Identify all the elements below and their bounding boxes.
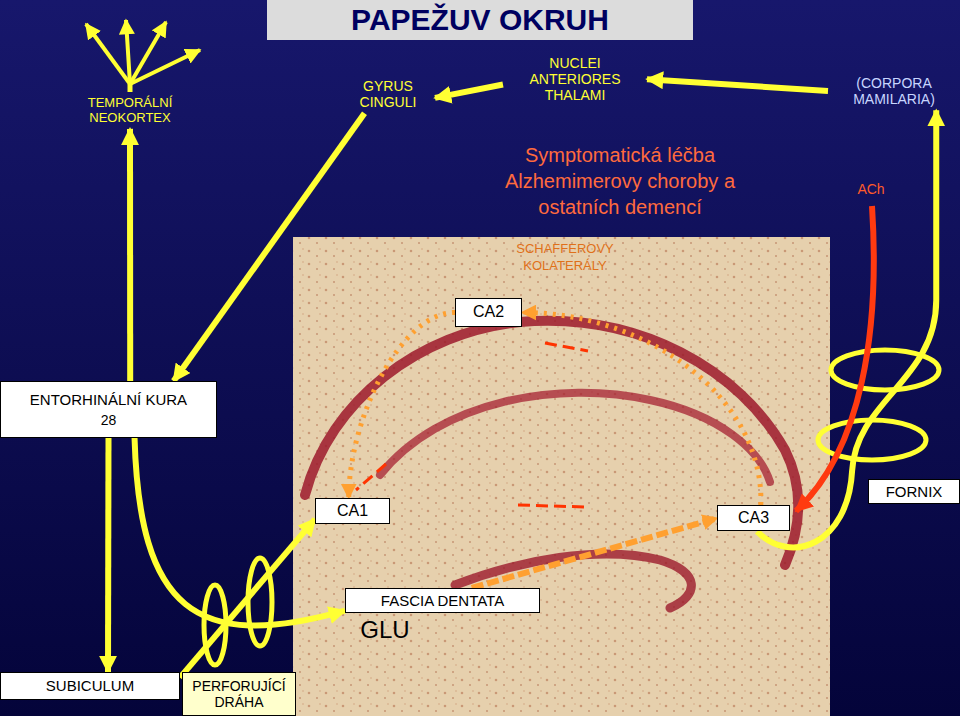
fan-arrow [130, 50, 200, 84]
red-dash [545, 343, 588, 351]
node-text: PERFORUJÍCÍ DRÁHA [187, 678, 291, 710]
pathway-arrow [174, 113, 365, 381]
tissue-ground [293, 237, 830, 716]
pathway-arrow [472, 518, 717, 588]
pathway-arrow [435, 85, 503, 98]
node-text: CA3 [738, 509, 769, 527]
pyramidal-band [305, 321, 798, 565]
pathway-arrow [127, 129, 133, 381]
pathway-arrow [135, 438, 345, 626]
region-label: GYRUS CINGULI [341, 75, 435, 113]
title-box: PAPEŽUV OKRUH [267, 0, 693, 40]
node-text: CA2 [473, 303, 504, 321]
transmitter-label: GLU [356, 618, 414, 642]
note-text-wrap: Symptomatická léčba Alzhemimerovy chorob… [479, 142, 761, 220]
node-text: CA1 [337, 502, 368, 520]
pathway-label-wrap: SCHAFFEROVY KOLATERÁLY [490, 241, 640, 275]
pathway-arrow [647, 79, 828, 91]
inner-band [380, 393, 770, 482]
fan-arrow [126, 20, 130, 84]
node-text: GYRUS CINGULI [345, 78, 431, 110]
tissue-speckle [293, 237, 830, 716]
region-box: FASCIA DENTATA [345, 588, 540, 613]
node-text: NUCLEI ANTERIORES THALAMI [507, 55, 643, 103]
transmitter-label-wrap: GLU [356, 618, 414, 642]
node-text: FORNIX [886, 483, 943, 500]
node-text: FASCIA DENTATA [381, 592, 504, 609]
pathway-label: SCHAFFEROVY KOLATERÁLY [490, 241, 640, 275]
region-label: NUCLEI ANTERIORES THALAMI [503, 52, 647, 106]
red-dash [356, 464, 386, 490]
region-label: TEMPORÁLNÍ NEOKORTEX [68, 93, 192, 129]
title-text: PAPEŽUV OKRUH [351, 3, 609, 37]
region-box: FORNIX [868, 479, 960, 504]
region-box: CA3 [717, 505, 790, 531]
region-box: CA2 [455, 298, 522, 327]
transmitter-label-wrap: ACh [850, 180, 892, 198]
pathway-arrow [180, 519, 315, 677]
node-text: SUBICULUM [46, 677, 134, 694]
region-box: SUBICULUM [0, 672, 180, 700]
ach-arrow [796, 206, 874, 511]
pathway-arrow [105, 438, 112, 672]
region-label: (CORPORA MAMILARIA) [828, 72, 960, 110]
node-text: ENTORHINÁLNÍ KURA [30, 391, 187, 408]
pathway-box: PERFORUJÍCÍ DRÁHA [182, 672, 296, 716]
transmitter-label: ACh [850, 180, 892, 198]
node-text: TEMPORÁLNÍ NEOKORTEX [72, 96, 188, 126]
region-box: ENTORHINÁLNÍ KURA 28 [0, 381, 217, 438]
fan-arrow [86, 24, 130, 84]
red-dash [518, 505, 585, 507]
node-subtext: 28 [101, 412, 117, 428]
node-text: (CORPORA MAMILARIA) [832, 75, 956, 107]
pathway-arrow [522, 313, 761, 506]
pathway-arrow [349, 313, 455, 499]
note-text: Symptomatická léčba Alzhemimerovy chorob… [479, 142, 761, 220]
region-box: CA1 [315, 498, 390, 524]
